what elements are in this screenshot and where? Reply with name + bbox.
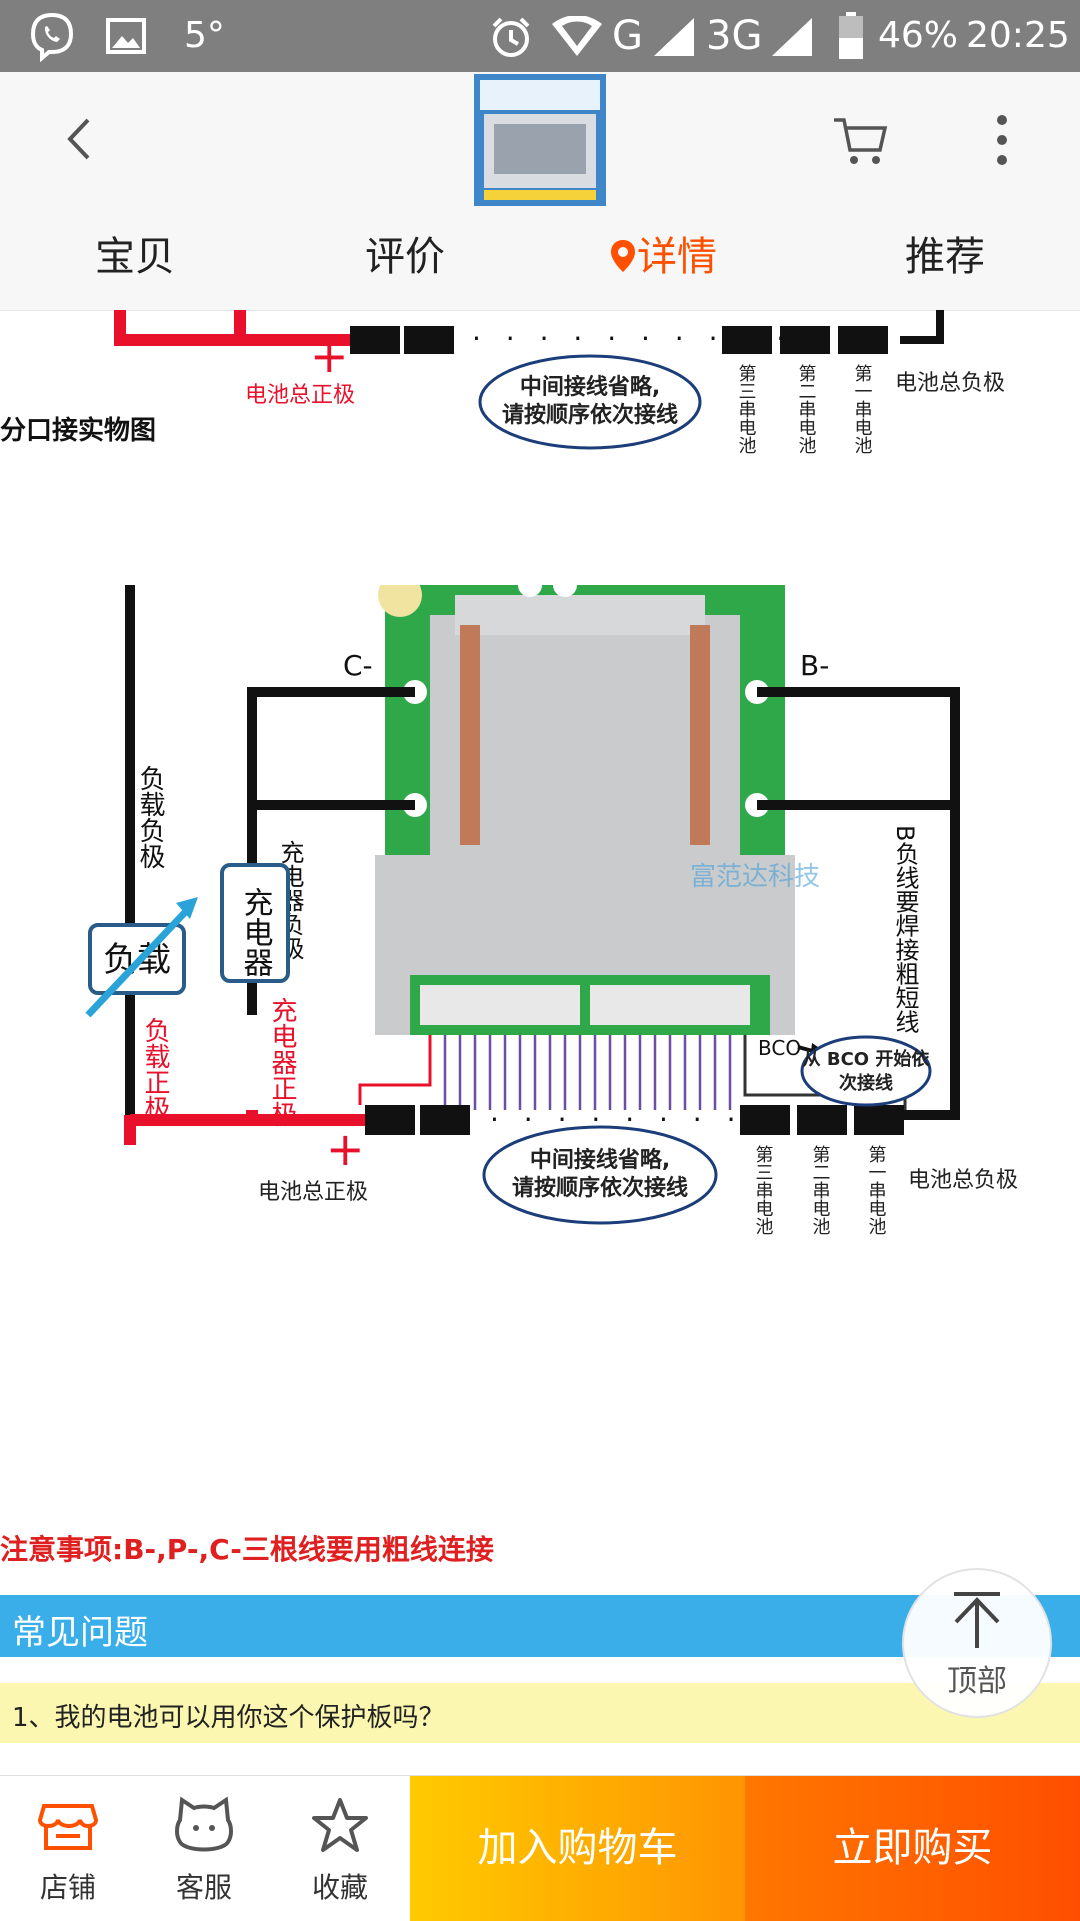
status-bar: 5° G 3G 46% 20:25 <box>0 0 1080 72</box>
top-cell3: 第三串电池 <box>736 364 757 454</box>
arrow-up-icon <box>954 1592 1000 1648</box>
wiring-note: 注意事项:B-,P-,C-三根线要用粗线连接 <box>0 1533 494 1566</box>
favorite-label: 收藏 <box>311 1871 368 1904</box>
temperature: 5° <box>184 15 225 56</box>
tab-reviews[interactable]: 评价 <box>365 234 445 280</box>
b-minus-label: B- <box>800 649 829 682</box>
more-options-icon[interactable] <box>985 110 1019 170</box>
c-minus-label: C- <box>343 649 373 682</box>
gallery-icon <box>106 18 146 54</box>
cell3-label: 第三串电池 <box>753 1145 774 1235</box>
svg-text:· · · · · · · · · · · ·: · · · · · · · · · · · · <box>472 322 861 355</box>
faq-question: 1、我的电池可以用你这个保护板吗？ <box>0 1683 1080 1743</box>
clock: 20:25 <box>966 15 1070 56</box>
shop-icon <box>38 1804 98 1850</box>
faq-question-text: 1、我的电池可以用你这个保护板吗？ <box>12 1703 445 1733</box>
wiring-diagram-main: 富范达科技 · · · · · · · · · · · · P- C- B- 负… <box>85 585 1018 1235</box>
cart-icon[interactable] <box>830 112 890 168</box>
tab-recommend[interactable]: 推荐 <box>905 234 985 280</box>
svg-text:+: + <box>326 1122 365 1176</box>
cell2-label: 第二串电池 <box>810 1145 831 1235</box>
back-to-top-label: 顶部 <box>947 1664 1007 1699</box>
positive-label: 电池总正极 <box>258 1180 368 1205</box>
bco-bubble-line1: 从 BCO 开始依 <box>803 1048 931 1070</box>
product-thumbnail[interactable] <box>474 74 606 206</box>
top-cell1: 第一串电池 <box>852 364 873 454</box>
alarm-icon <box>492 17 530 57</box>
bubble-line2: 请按顺序依次接线 <box>512 1175 688 1201</box>
b-wire-note: B负线要焊接粗短线 <box>891 825 919 1034</box>
buy-now-button[interactable]: 立即购买 <box>745 1776 1080 1921</box>
shop-label: 店铺 <box>39 1871 96 1904</box>
favorite-button[interactable]: 收藏 <box>272 1776 408 1921</box>
signal-icon <box>654 18 694 56</box>
detail-content: · · · · · · · · · · · · + 电池总正极 中间接线省略, … <box>0 310 1080 1775</box>
cell1-label: 第一串电池 <box>866 1145 887 1235</box>
brand-watermark: 富范达科技 <box>690 862 820 892</box>
back-to-top-button[interactable]: 顶部 <box>902 1568 1052 1718</box>
charger-positive-label: 充电器正极 <box>267 997 297 1127</box>
signal-icon-2 <box>772 18 812 56</box>
bottom-action-bar: 店铺 客服 收藏 加入购物车 立即购买 <box>0 1775 1080 1921</box>
star-icon <box>312 1798 368 1852</box>
service-button[interactable]: 客服 <box>136 1776 272 1921</box>
negative-label: 电池总负极 <box>908 1168 1018 1193</box>
bco-bubble-line2: 次接线 <box>839 1072 893 1094</box>
svg-text:+: + <box>310 329 349 383</box>
top-negative-label: 电池总负极 <box>895 371 1005 396</box>
service-label: 客服 <box>175 1871 232 1904</box>
product-header: 宝贝 评价 详情 推荐 <box>0 72 1080 311</box>
top-bubble-line1: 中间接线省略, <box>520 374 660 400</box>
top-bubble-line2: 请按顺序依次接线 <box>502 402 678 428</box>
faq-header: 常见问题 <box>0 1595 1080 1657</box>
tab-details[interactable]: 详情 <box>598 222 728 292</box>
tab-details-label: 详情 <box>637 234 717 280</box>
bco-label: BCO <box>758 1036 801 1060</box>
load-negative-label: 负载负极 <box>135 765 165 869</box>
add-to-cart-button[interactable]: 加入购物车 <box>410 1776 745 1921</box>
viber-icon <box>30 12 74 62</box>
network-g: G <box>612 13 643 59</box>
network-3g: 3G <box>706 13 763 59</box>
tab-item[interactable]: 宝贝 <box>95 234 175 280</box>
location-pin-icon <box>611 240 635 272</box>
back-arrow-icon[interactable] <box>56 114 106 164</box>
top-positive-label: 电池总正极 <box>245 383 355 408</box>
shop-button[interactable]: 店铺 <box>0 1776 136 1921</box>
faq-title: 常见问题 <box>12 1613 148 1653</box>
wifi-icon <box>552 16 602 56</box>
load-positive-label: 负载正极 <box>140 1017 170 1121</box>
bubble-line1: 中间接线省略, <box>530 1147 670 1173</box>
top-cell2: 第二串电池 <box>796 364 817 454</box>
charger-box: 充电器 <box>238 887 274 977</box>
section-title: 分口接实物图 <box>0 416 157 446</box>
battery-icon <box>839 12 863 59</box>
battery-level: 46% <box>878 15 959 56</box>
customer-service-icon <box>175 1796 233 1852</box>
wiring-diagram-top: · · · · · · · · · · · · + 电池总正极 中间接线省略, … <box>114 310 1005 454</box>
